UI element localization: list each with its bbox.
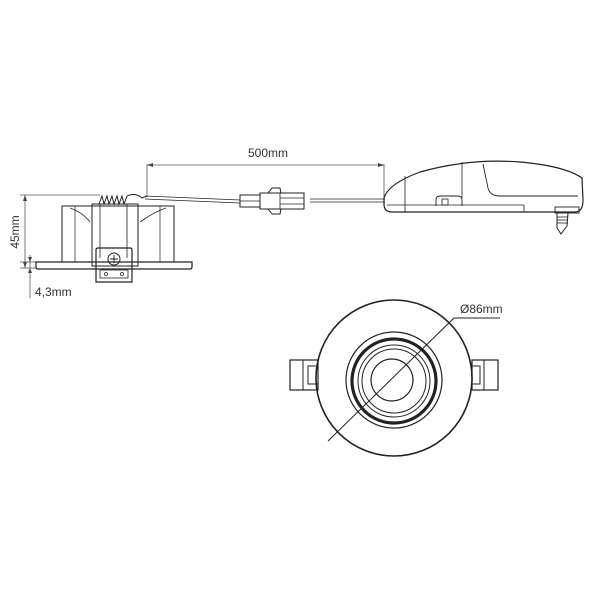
diameter-dimension: Ø86mm (327, 302, 503, 442)
height-label: 45mm (8, 215, 22, 248)
cable-connector (239, 187, 305, 215)
height-dimension: 45mm (8, 194, 100, 268)
side-view: 45mm 4,3mm (8, 146, 584, 299)
cable (144, 195, 385, 204)
outer-bezel (315, 299, 473, 457)
bezel-thickness-label: 4,3mm (35, 285, 72, 299)
driver-box (383, 160, 584, 235)
front-view: Ø86mm (289, 299, 503, 457)
left-clip (289, 359, 319, 391)
bezel-dimension: 4,3mm (20, 255, 72, 299)
diameter-label: Ø86mm (460, 302, 503, 316)
lens (370, 358, 414, 402)
cable-length-dimension: 500mm (146, 146, 385, 199)
right-clip (471, 359, 499, 391)
downlight-side (35, 193, 193, 283)
cable-length-label: 500mm (248, 146, 288, 160)
